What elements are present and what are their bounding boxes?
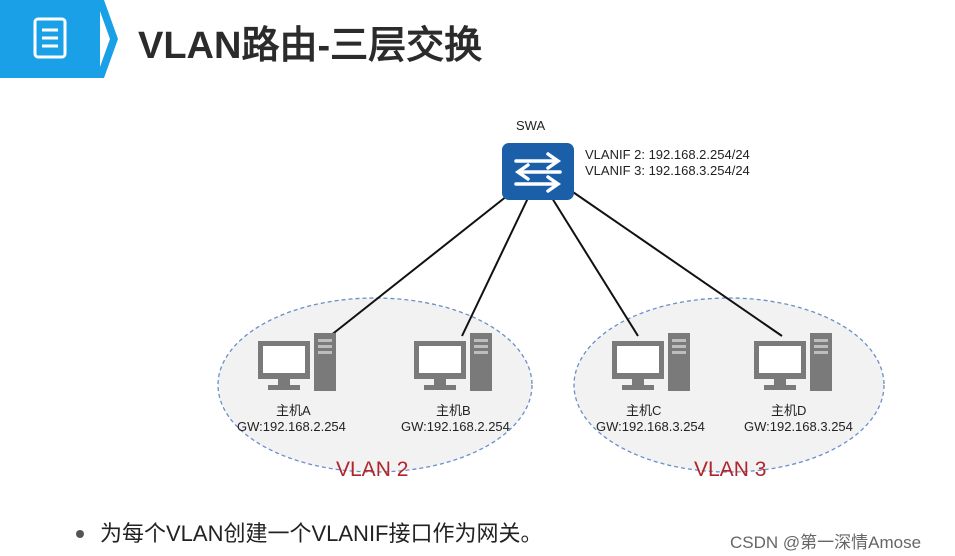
vlanif-2-address: VLANIF 2: 192.168.2.254/24 — [585, 147, 750, 162]
vlanif-3-address: VLANIF 3: 192.168.3.254/24 — [585, 163, 750, 178]
host-d-gateway: GW:192.168.3.254 — [744, 419, 853, 434]
host-d-name: 主机D — [771, 403, 807, 418]
header-chevron — [96, 0, 118, 78]
host-d-icon — [754, 333, 832, 391]
vlan3-zone — [573, 297, 885, 473]
host-b-icon — [414, 333, 492, 391]
host-b-name: 主机B — [436, 403, 471, 418]
vlan2-label: VLAN 2 — [336, 458, 409, 481]
host-a-gateway: GW:192.168.2.254 — [237, 419, 346, 434]
host-b-gateway: GW:192.168.2.254 — [401, 419, 510, 434]
link-host-c — [551, 197, 639, 337]
bullet-point: 为每个VLAN创建一个VLANIF接口作为网关。 — [76, 516, 543, 548]
page-title: VLAN路由-三层交换 — [138, 25, 483, 67]
link-host-a — [329, 191, 513, 337]
link-host-d — [569, 189, 783, 337]
host-a-icon — [258, 333, 336, 391]
bullet-dot — [76, 530, 84, 538]
host-c-gateway: GW:192.168.3.254 — [596, 419, 705, 434]
bullet-text: 为每个VLAN创建一个VLANIF接口作为网关。 — [100, 521, 543, 546]
link-host-b — [461, 197, 529, 337]
host-a-name: 主机A — [276, 403, 311, 418]
document-icon — [33, 17, 67, 59]
watermark: CSDN @第一深情Amose — [730, 533, 922, 552]
host-c-icon — [612, 333, 690, 391]
switch-icon — [502, 143, 574, 200]
switch-name: SWA — [516, 118, 546, 133]
vlan3-label: VLAN 3 — [694, 458, 767, 481]
host-c-name: 主机C — [626, 403, 662, 418]
